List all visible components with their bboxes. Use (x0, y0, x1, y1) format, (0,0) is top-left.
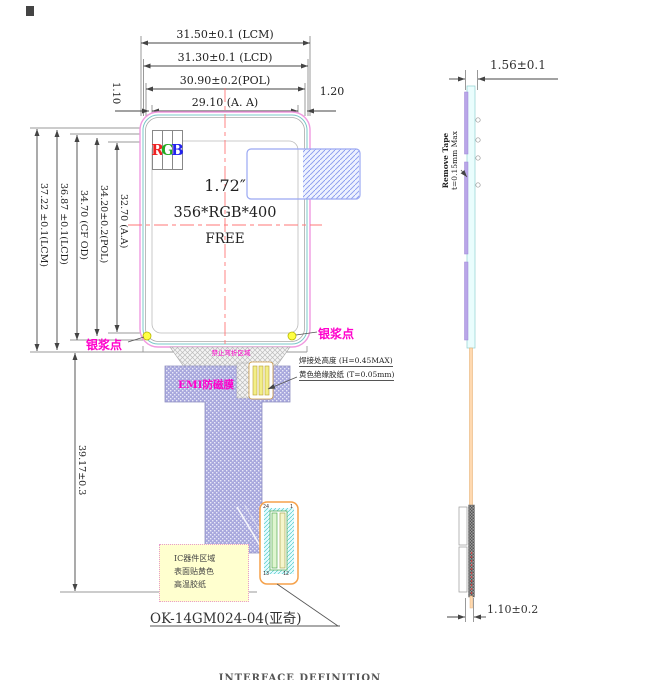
ic-note-line1: IC器件区域 (174, 554, 216, 563)
pin-24: 24 (263, 504, 270, 510)
side-profile (458, 85, 481, 609)
connector-detail (150, 501, 340, 627)
dim-gap-right: 1.20 (319, 85, 345, 98)
dim-flex-length: 39.17±0.3 (76, 445, 87, 496)
remove-tape-line2: t=0.15mm Max (450, 131, 459, 190)
silver-paste-dots (127, 331, 318, 343)
dimension-lines (34, 40, 558, 620)
rgb-pixel-icon: R G B (151, 130, 184, 170)
part-number: OK-14GM024-04(亚奇) (150, 611, 302, 627)
solder-pad-area (236, 361, 298, 400)
page-corner-mark (26, 6, 34, 16)
dim-left-lcm: 37.22 ±0.1(LCM) (38, 183, 49, 268)
centerlines (128, 88, 322, 368)
remove-tape-line1: Remove Tape (441, 132, 450, 189)
panel-size-label: 1.72″ (204, 176, 246, 195)
rgb-b: B (171, 130, 184, 170)
dim-top-lcd: 31.30±0.1 (LCD) (177, 51, 273, 64)
dim-top-lcm: 31.50±0.1 (LCM) (176, 28, 274, 41)
touch-fpc-area (246, 148, 361, 200)
dim-left-cfod: 34.70 (CF OD) (78, 190, 89, 260)
silver-paste-label-left: 银浆点 (86, 338, 123, 352)
emi-film-label: EMI防磁膜 (178, 379, 235, 391)
dim-top-aa: 29.10 (A. A) (191, 96, 259, 109)
dim-left-aa: 32.70 (A.A) (118, 194, 129, 249)
solder-height-note: 焊接处高度 (H=0.45MAX) (299, 356, 393, 367)
silver-paste-label-right: 银浆点 (318, 327, 355, 341)
bend-area-label: 禁止弯折区域 (211, 349, 251, 357)
ic-note-line3: 高温胶纸 (174, 580, 206, 589)
dim-gap-left: 1.10 (110, 82, 121, 105)
dim-left-pol: 34.20±0.2(POL) (98, 185, 109, 264)
panel-resolution-label: 356*RGB*400 (173, 205, 277, 221)
remove-tape-note: Remove Tape t=0.15mm Max (441, 131, 459, 190)
ic-note-line2: 表面贴黄色 (174, 567, 214, 576)
pin-13: 13 (263, 571, 270, 577)
dim-top-pol: 30.90±0.2(POL) (179, 74, 271, 87)
insulation-tape-note: 黄色绝缘胶纸 (T=0.05mm) (299, 370, 395, 381)
pin-12: 12 (283, 571, 290, 577)
dim-side-bottom: 1.10±0.2 (487, 603, 539, 616)
pin-1: 1 (290, 504, 294, 510)
footer-cut-text: INTERFACE DEFINITION (218, 673, 382, 680)
panel-shape-label: FREE (205, 231, 245, 247)
dim-left-lcd: 36.87 ±0.1(LCD) (58, 183, 69, 265)
dim-side-thickness: 1.56±0.1 (490, 58, 546, 72)
ic-area-note: IC器件区域 表面贴黄色 高温胶纸 (159, 544, 249, 602)
